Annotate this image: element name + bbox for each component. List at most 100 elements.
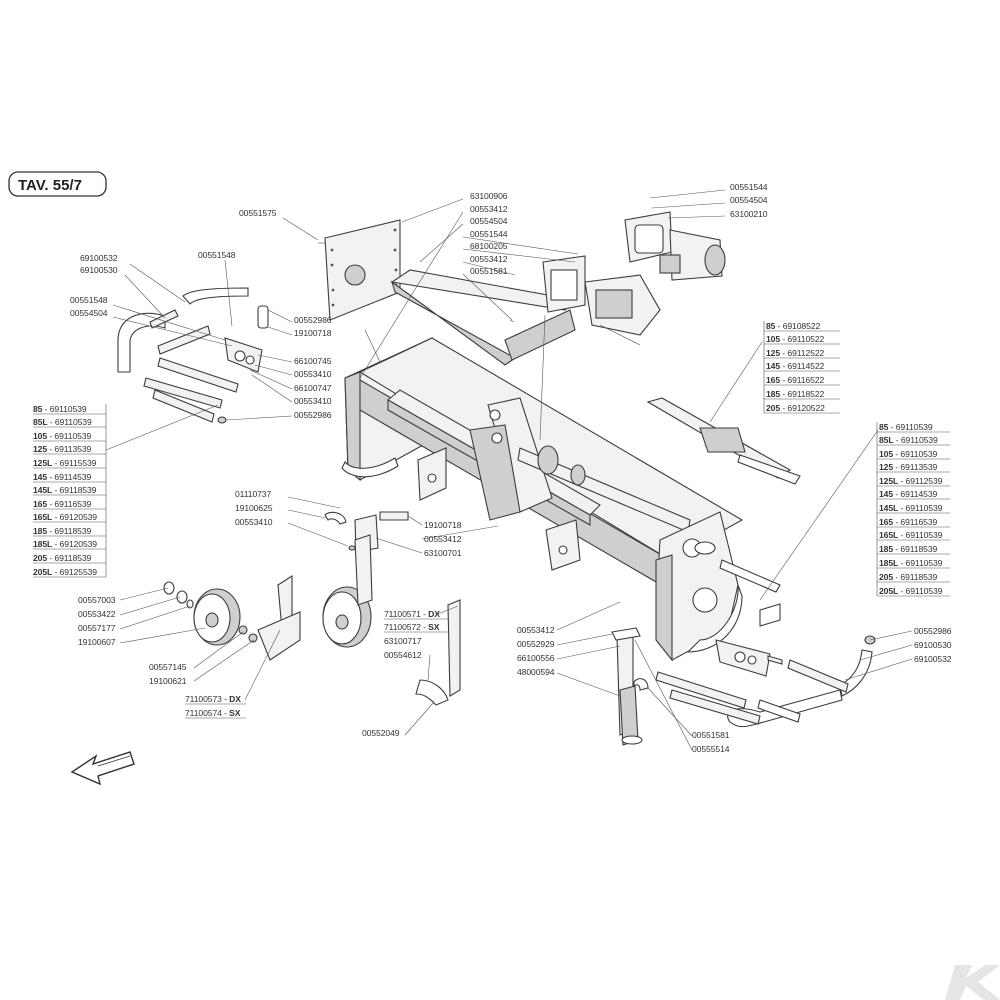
code-cell: 69110539	[50, 404, 87, 414]
svg-text:185L - 69110539: 185L - 69110539	[879, 558, 943, 568]
part-label: 00555514	[692, 744, 730, 754]
size-cell: 165	[879, 517, 893, 527]
code-cell: 69116539	[900, 517, 937, 527]
size-cell: 145L	[879, 503, 898, 513]
size-cell: 185	[879, 544, 893, 554]
code-cell: 69125539	[60, 567, 98, 577]
side-label: DX	[428, 609, 440, 619]
svg-text:145 - 69114522: 145 - 69114522	[766, 361, 825, 371]
center-wheel-drawing	[322, 534, 461, 706]
part-label: 63100906	[470, 191, 508, 201]
svg-text:165L - 69110539: 165L - 69110539	[879, 530, 943, 540]
part-label: 00553410	[294, 369, 332, 379]
size-cell: 185L	[879, 558, 898, 568]
code-cell: 69112539	[906, 476, 943, 486]
table-row: 85 - 69108522	[766, 321, 821, 331]
code-cell: 69116539	[54, 499, 91, 509]
svg-text:185L - 69120539: 185L - 69120539	[33, 539, 97, 549]
table-row: 205 - 69118539	[33, 553, 92, 563]
part-label: 00553410	[294, 396, 332, 406]
part-label: 19100718	[294, 328, 332, 338]
code-cell: 69110539	[55, 417, 92, 427]
shaft-size-table: 85 - 69108522 105 - 69110522 125 - 69112…	[763, 321, 840, 414]
part-label: 00557145	[149, 662, 187, 672]
part-label: 63100701	[424, 548, 462, 558]
table-row: 185L - 69110539	[879, 558, 943, 568]
table-row: 165 - 69116539	[33, 499, 92, 509]
part-label: 00551544	[470, 229, 508, 239]
svg-text:165L - 69120539: 165L - 69120539	[33, 512, 97, 522]
direction-arrow-icon	[70, 751, 135, 786]
part-label: 00553422	[78, 609, 116, 619]
svg-text:85 - 69108522: 85 - 69108522	[766, 321, 820, 331]
table-row: 185 - 69118522	[766, 389, 825, 399]
table-row: 145 - 69114522	[766, 361, 825, 371]
size-cell: 125L	[879, 476, 898, 486]
table-row: 105 - 69110539	[33, 431, 92, 441]
code-cell: 69120522	[787, 403, 825, 413]
table-row: 125 - 69113539	[879, 462, 938, 472]
table-row: 105 - 69110539	[879, 449, 938, 459]
size-cell: 85L	[879, 435, 894, 445]
code-cell: 69120539	[60, 539, 98, 549]
labels-top-center: 00551575 63100906 00553412 00554504 0055…	[239, 191, 508, 276]
size-cell: 165	[766, 375, 780, 385]
table-row: 85 - 69110539	[879, 422, 933, 432]
size-cell: 125	[766, 348, 780, 358]
svg-text:205 - 69118539: 205 - 69118539	[879, 572, 938, 582]
brand-k-logo-icon	[945, 965, 1000, 1000]
stand-drawing	[611, 627, 649, 746]
table-row: 185 - 69118539	[879, 544, 938, 554]
part-label: 00552049	[362, 728, 400, 738]
svg-text:205L - 69110539: 205L - 69110539	[879, 586, 943, 596]
part-label: 00554504	[730, 195, 768, 205]
part-label: 00557003	[78, 595, 116, 605]
size-cell: 165L	[33, 512, 52, 522]
rotor-frame-drawing	[341, 337, 781, 662]
top-plate-drawing	[318, 219, 577, 366]
side-label: DX	[229, 694, 241, 704]
part-label: 00557177	[78, 623, 116, 633]
table-row: 205 - 69118539	[879, 572, 938, 582]
code-cell: 69118539	[54, 553, 91, 563]
svg-text:71100574 - SX: 71100574 - SX	[185, 708, 241, 718]
code-cell: 69110539	[901, 435, 938, 445]
code-cell: 69118539	[54, 526, 91, 536]
table-row: 125L - 69112539	[879, 476, 943, 486]
svg-text:71100573 - DX: 71100573 - DX	[185, 694, 241, 704]
size-cell: 205	[766, 403, 780, 413]
code-cell: 69116522	[787, 375, 824, 385]
size-cell: 205	[879, 572, 893, 582]
part-label: 00551548	[70, 295, 108, 305]
size-cell: 185	[33, 526, 47, 536]
svg-text:165 - 69116539: 165 - 69116539	[33, 499, 92, 509]
size-cell: 85	[879, 422, 889, 432]
table-row: 85 - 69110539	[33, 404, 87, 414]
part-label: 00552986	[914, 626, 952, 636]
part-label: 66100556	[517, 653, 555, 663]
code-cell: 69118539	[60, 485, 97, 495]
table-row: 145L - 69118539	[33, 485, 97, 495]
table-title: TAV. 55/7	[18, 177, 82, 194]
part-label: 69100532	[914, 654, 952, 664]
svg-text:85L - 69110539: 85L - 69110539	[33, 417, 92, 427]
svg-text:205L - 69125539: 205L - 69125539	[33, 567, 97, 577]
code-cell: 69110539	[900, 449, 937, 459]
svg-text:71100571 - DX: 71100571 - DX	[384, 609, 440, 619]
part-label: 63100210	[730, 209, 768, 219]
code-cell: 69114539	[54, 472, 91, 482]
svg-text:165 - 69116522: 165 - 69116522	[766, 375, 825, 385]
code-cell: 69114522	[787, 361, 824, 371]
table-row: 185L - 69120539	[33, 539, 97, 549]
svg-text:105 - 69110539: 105 - 69110539	[33, 431, 92, 441]
side-label: SX	[428, 622, 440, 632]
part-label: 00552986	[294, 315, 332, 325]
svg-text:185 - 69118539: 185 - 69118539	[33, 526, 92, 536]
part-label: 19100718	[424, 520, 462, 530]
part-label: 19100625	[235, 503, 273, 513]
size-cell: 125L	[33, 458, 52, 468]
right-skid-size-table: 85 - 69110539 85L - 69110539 105 - 69110…	[876, 422, 950, 597]
size-cell: 125	[879, 462, 893, 472]
table-row: 125 - 69112522	[766, 348, 825, 358]
code-cell: 69115539	[60, 458, 97, 468]
